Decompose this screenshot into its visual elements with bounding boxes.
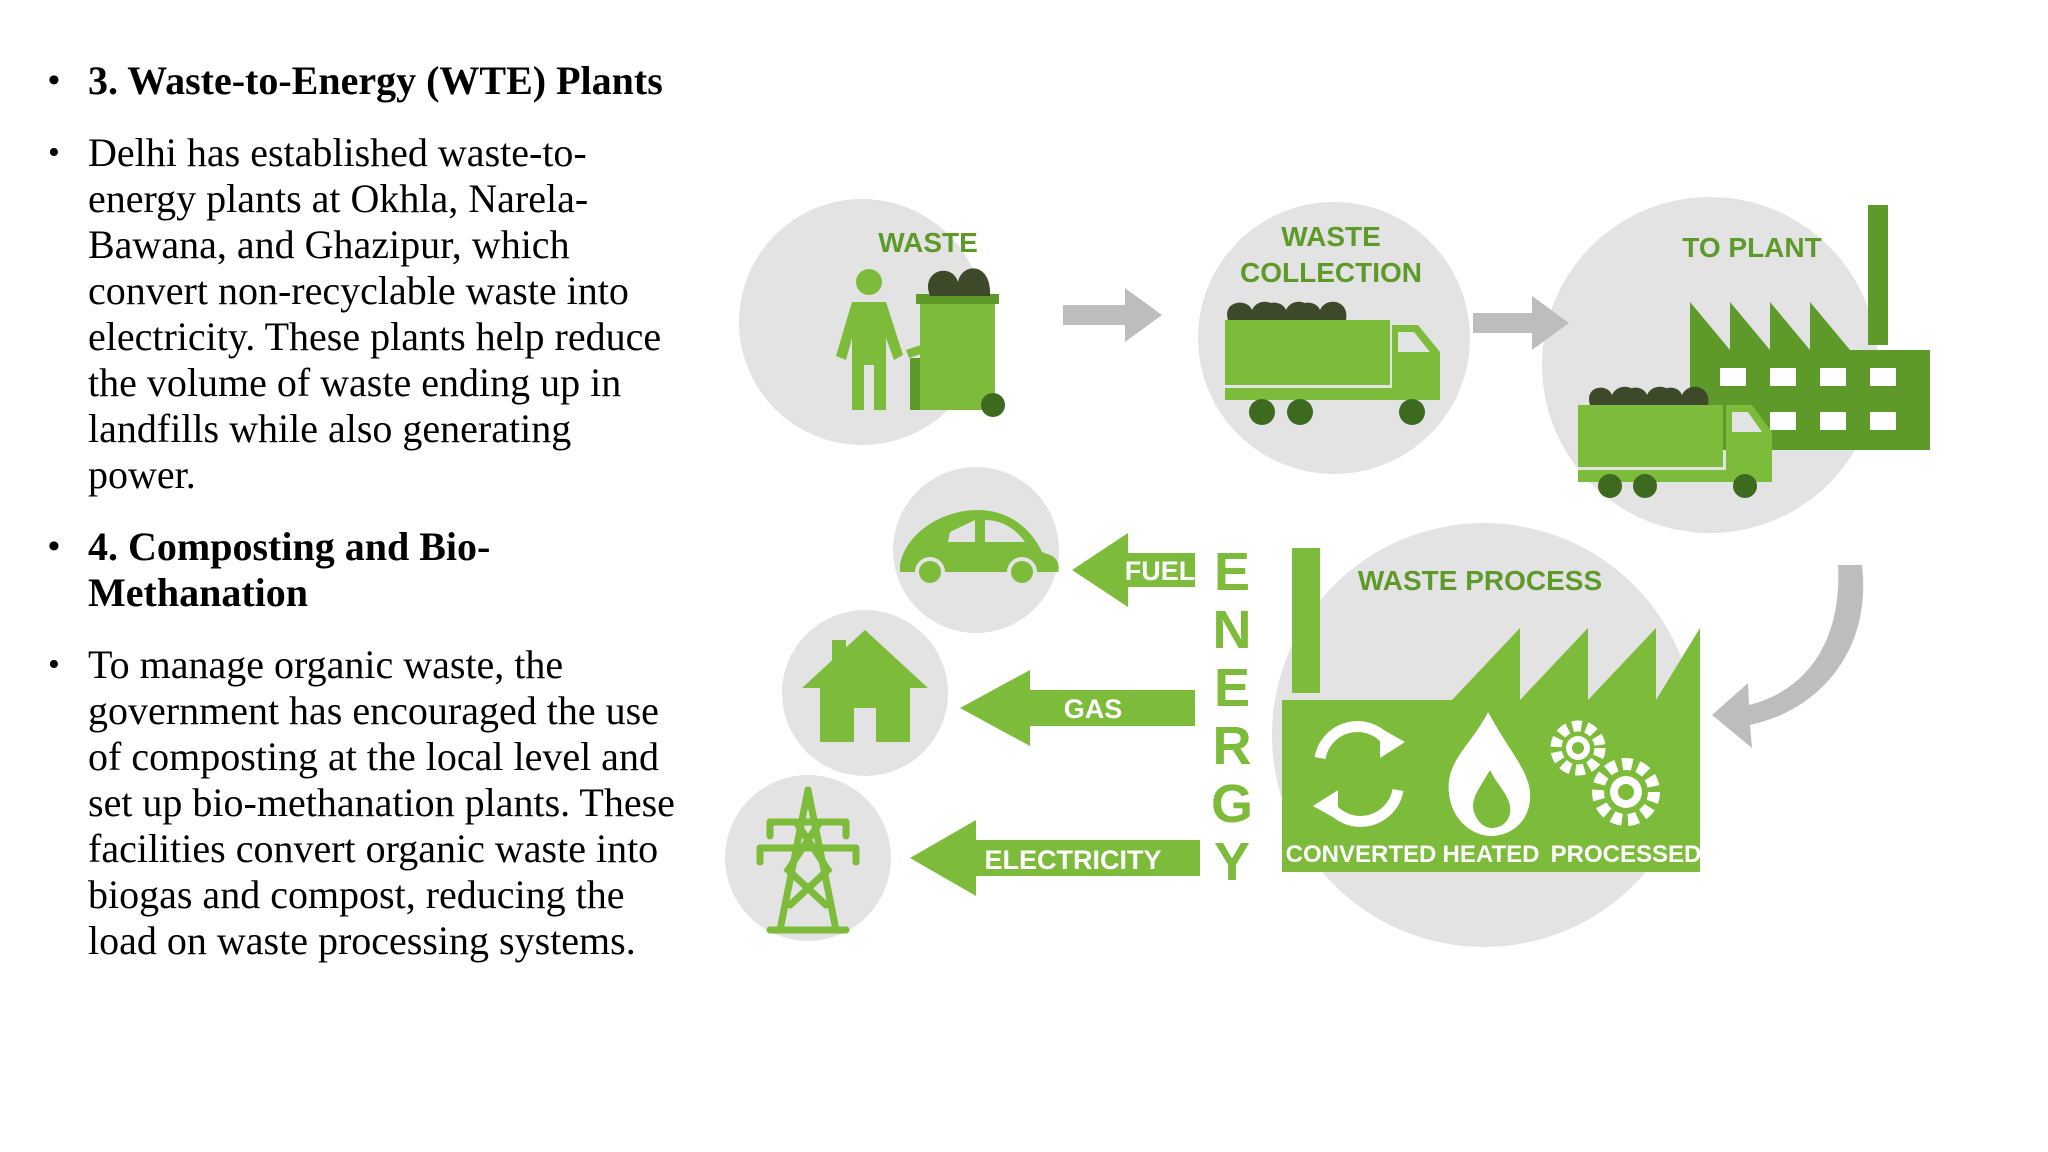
gas-arrow [960, 670, 1195, 746]
person-bin-icon [836, 268, 1005, 417]
label-heated: HEATED [1443, 841, 1540, 868]
bullet-glyph: • [48, 62, 60, 99]
arrow-right-1 [1063, 288, 1162, 342]
bullet-text: To manage organic waste, the government … [88, 642, 675, 963]
recycle-arrowhead [1313, 790, 1338, 820]
bullet-text: 3. Waste-to-Energy (WTE) Plants [88, 58, 663, 103]
waste-to-energy-infographic: WASTE WASTE COLLECTION TO PLANT WASTE PR… [720, 190, 1950, 950]
electricity-circle [725, 775, 891, 941]
energy-letter: N [1213, 600, 1252, 660]
bullet-text: 4. Composting and Bio-Methanation [88, 524, 491, 615]
energy-letter: E [1214, 542, 1250, 602]
fuel-arrow [1072, 533, 1195, 607]
bullet-glyph: • [48, 646, 60, 683]
car-icon [900, 510, 1059, 587]
electricity-arrow [910, 820, 1200, 896]
recycle-icon [1314, 721, 1404, 827]
label-converted: CONVERTED [1286, 841, 1437, 868]
bullet-composting-heading: • 4. Composting and Bio-Methanation [48, 524, 688, 616]
plant-truck-icon [1578, 386, 1772, 498]
garbage-truck-icon [1225, 301, 1440, 425]
energy-letter: G [1211, 774, 1253, 834]
label-to-plant: TO PLANT [1682, 232, 1821, 263]
arrow-right-2 [1473, 296, 1569, 350]
output-arrows [910, 533, 1200, 896]
label-fuel: FUEL [1125, 556, 1196, 586]
label-electricity: ELECTRICITY [984, 845, 1161, 875]
label-processed: PROCESSED [1551, 841, 1702, 868]
energy-letter: E [1214, 658, 1250, 718]
label-collection-2: COLLECTION [1240, 257, 1422, 288]
house-icon [802, 630, 928, 742]
gears-icon [1550, 720, 1660, 826]
energy-letter: Y [1214, 832, 1250, 892]
bullet-wte-heading: • 3. Waste-to-Energy (WTE) Plants [48, 58, 688, 104]
bullet-text: Delhi has established waste-to-energy pl… [88, 130, 662, 497]
power-tower-icon [756, 786, 860, 934]
arrow-curve-down [1712, 565, 1864, 748]
bullet-composting-body: • To manage organic waste, the governmen… [48, 642, 688, 964]
energy-word: E N E R G Y [1211, 542, 1253, 892]
recycle-arrowhead [1380, 728, 1405, 758]
label-waste: WASTE [878, 227, 978, 258]
label-gas: GAS [1064, 694, 1123, 724]
label-collection-1: WASTE [1281, 221, 1381, 252]
label-waste-process: WASTE PROCESS [1358, 565, 1602, 596]
bullet-glyph: • [48, 528, 60, 565]
bullet-wte-body: • Delhi has established waste-to-energy … [48, 130, 688, 498]
text-column: • 3. Waste-to-Energy (WTE) Plants • Delh… [48, 58, 688, 990]
flow-arrows [1063, 288, 1864, 748]
flame-icon [1448, 712, 1531, 836]
bullet-glyph: • [48, 134, 60, 171]
energy-letter: R [1213, 716, 1252, 776]
